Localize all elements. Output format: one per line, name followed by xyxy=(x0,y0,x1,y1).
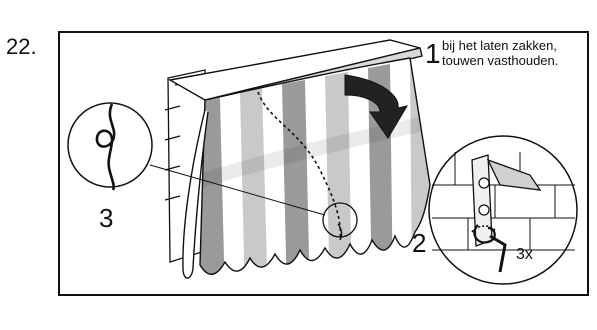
note-line-1: bij het laten zakken, xyxy=(442,38,558,53)
bolt-icon xyxy=(479,205,489,215)
bracket-detail-circle xyxy=(429,136,577,284)
callout-2-number: 2 xyxy=(412,230,426,256)
callout-1-number: 1 xyxy=(425,40,441,68)
callout-1-note: bij het laten zakken, touwen vasthouden. xyxy=(442,38,558,68)
knot-detail-circle xyxy=(68,103,152,190)
callout-3-number: 3 xyxy=(99,205,113,231)
repeat-count: 3x xyxy=(516,246,533,264)
note-line-2: touwen vasthouden. xyxy=(442,53,558,68)
bolt-icon xyxy=(479,178,489,188)
